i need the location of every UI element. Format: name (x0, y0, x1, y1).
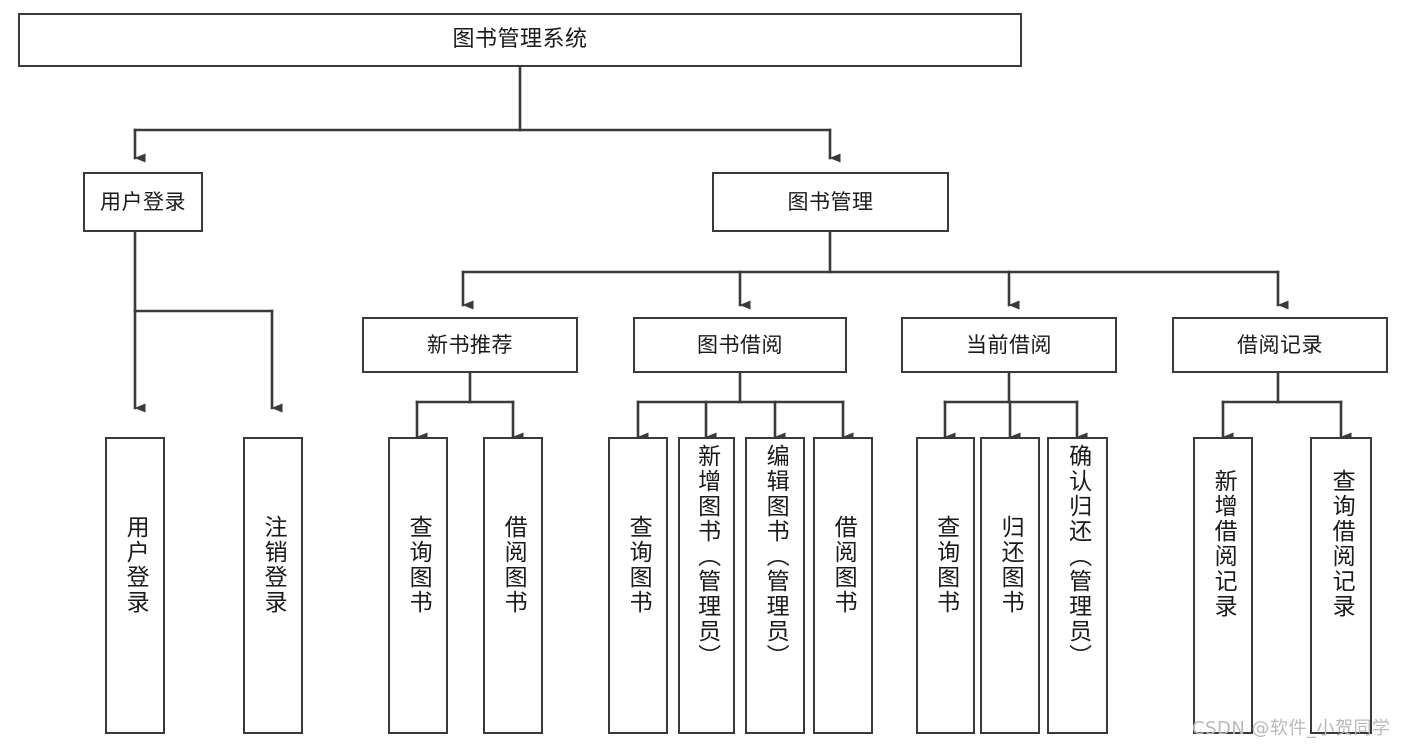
node-label: 查询图书 (405, 515, 432, 615)
node-label: 用户登录 (100, 189, 186, 214)
node-leaf-query-borrow-record[interactable]: 查询借阅记录 (1310, 437, 1372, 734)
node-label: 查询借阅记录 (1328, 469, 1355, 619)
node-label: 借阅图书 (830, 515, 857, 615)
node-book-management[interactable]: 图书管理 (712, 172, 949, 232)
node-label: 归还图书 (997, 515, 1024, 615)
node-leaf-borrow-book[interactable]: 借阅图书 (813, 437, 873, 734)
node-leaf-add-book-admin[interactable]: 新增图书（管理员） (678, 437, 735, 734)
node-label: 注销登录 (260, 515, 287, 615)
node-label: 新增借阅记录 (1210, 469, 1237, 619)
node-label: 图书管理 (787, 189, 874, 214)
node-label: 借阅记录 (1237, 332, 1323, 357)
node-root-book-management-system[interactable]: 图书管理系统 (18, 13, 1022, 67)
node-leaf-query-book-borrow[interactable]: 查询图书 (608, 437, 668, 734)
node-label: 当前借阅 (966, 332, 1052, 357)
node-leaf-logout-login[interactable]: 注销登录 (243, 437, 303, 734)
node-label: 图书借阅 (697, 332, 783, 357)
node-label: 用户登录 (122, 515, 149, 615)
node-leaf-borrow-book-recommend[interactable]: 借阅图书 (483, 437, 543, 734)
csdn-watermark: CSDN @软件_小贺同学 (1192, 718, 1391, 739)
node-book-borrow[interactable]: 图书借阅 (633, 317, 847, 373)
node-new-book-recommend[interactable]: 新书推荐 (362, 317, 578, 373)
node-label: 编辑图书（管理员） (762, 444, 789, 669)
node-label: 确认归还（管理员） (1064, 444, 1091, 669)
node-leaf-query-book-recommend[interactable]: 查询图书 (388, 437, 448, 734)
node-label: 新书推荐 (427, 332, 513, 357)
node-leaf-return-book[interactable]: 归还图书 (980, 437, 1040, 734)
node-leaf-query-book-current[interactable]: 查询图书 (916, 437, 975, 734)
node-current-borrow[interactable]: 当前借阅 (901, 317, 1117, 373)
node-label: 新增图书（管理员） (693, 444, 720, 669)
node-leaf-confirm-return-admin[interactable]: 确认归还（管理员） (1047, 437, 1108, 734)
node-leaf-edit-book-admin[interactable]: 编辑图书（管理员） (745, 437, 805, 734)
node-label: 查询图书 (625, 515, 652, 615)
node-borrow-record[interactable]: 借阅记录 (1172, 317, 1388, 373)
node-user-login[interactable]: 用户登录 (83, 172, 203, 232)
node-leaf-add-borrow-record[interactable]: 新增借阅记录 (1193, 437, 1253, 734)
node-label: 图书管理系统 (452, 27, 588, 53)
node-label: 借阅图书 (500, 515, 527, 615)
node-leaf-user-login[interactable]: 用户登录 (105, 437, 165, 734)
node-label: 查询图书 (932, 515, 959, 615)
